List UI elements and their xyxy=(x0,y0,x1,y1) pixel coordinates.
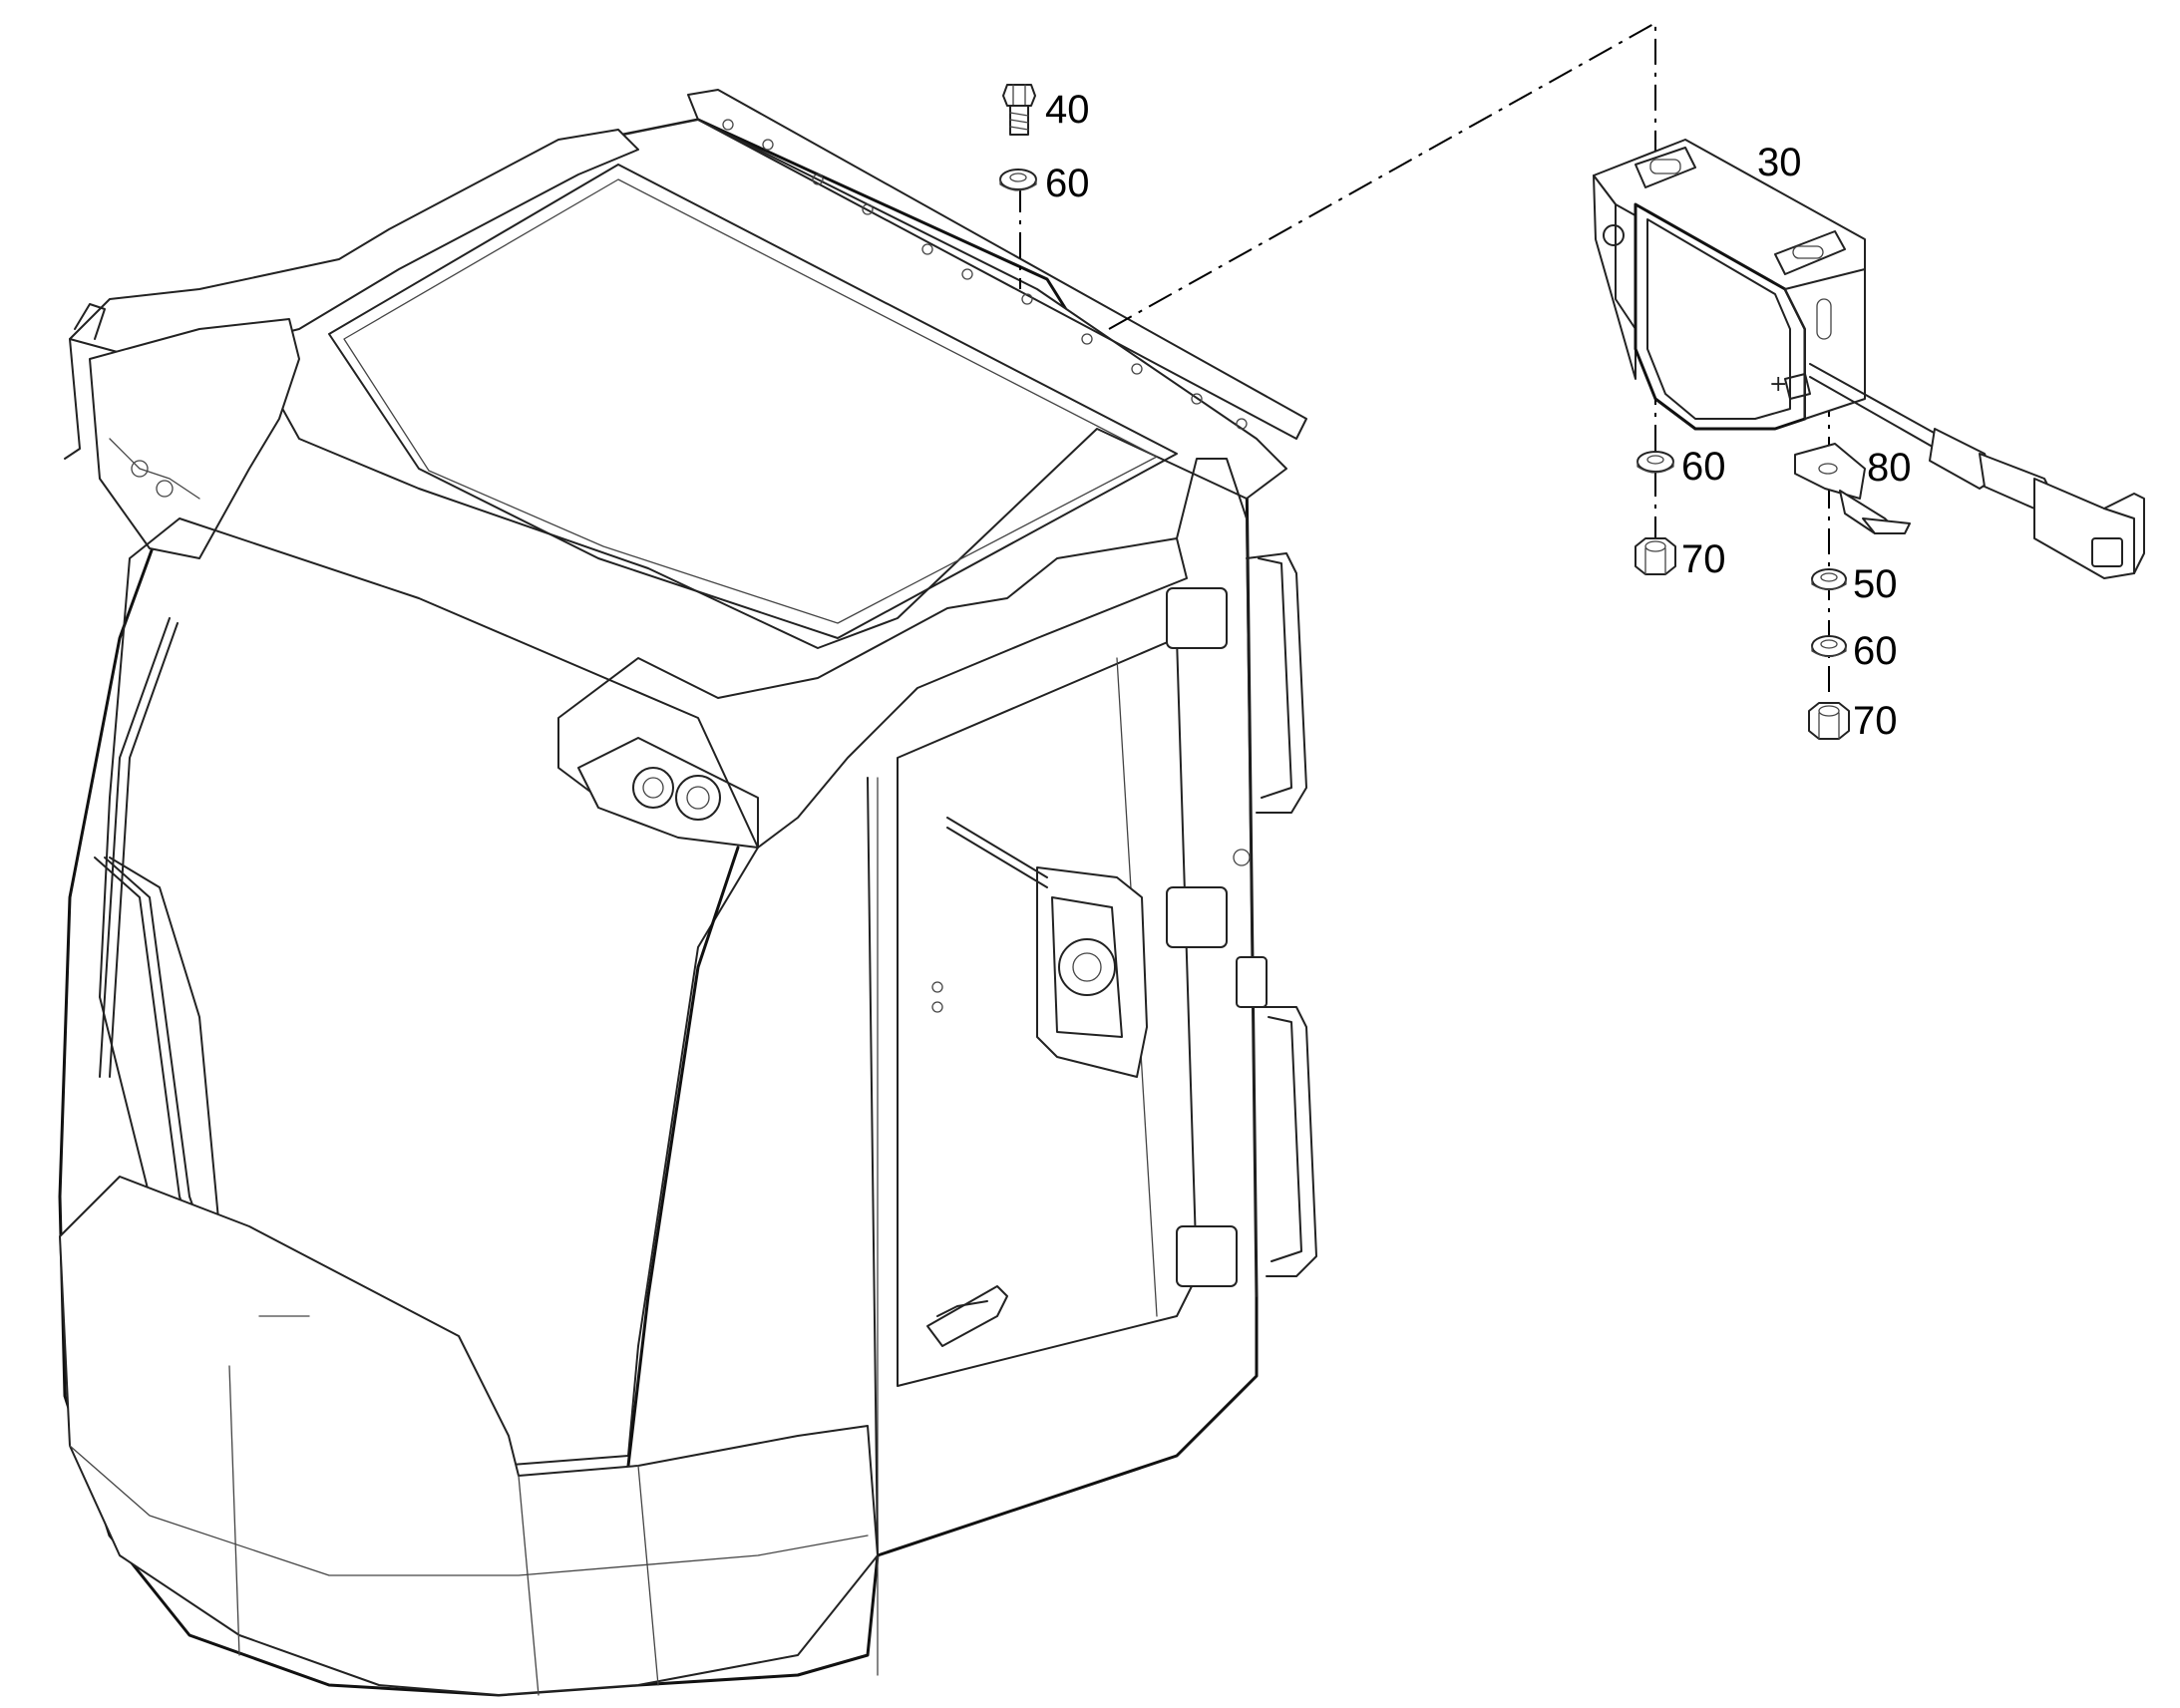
ground-bracket-icon xyxy=(1794,443,1911,534)
svg-text:+: + xyxy=(1769,372,1787,397)
washer-icon xyxy=(1636,451,1674,474)
hex-nut-icon xyxy=(1808,702,1850,740)
connector-icon xyxy=(1929,428,2145,579)
callout-70-right: 70 xyxy=(1853,699,1898,743)
callout-70-left: 70 xyxy=(1681,537,1726,581)
callout-60-top: 60 xyxy=(1045,162,1090,205)
callout-60-right: 60 xyxy=(1853,629,1898,673)
callout-30: 30 xyxy=(1757,141,1802,184)
callout-80: 80 xyxy=(1867,446,1912,490)
bolt-icon xyxy=(1002,84,1036,136)
side-mirror-icon xyxy=(946,817,1148,1078)
washer-icon xyxy=(1811,635,1847,658)
roof-rim-holes xyxy=(722,119,1248,430)
callout-40: 40 xyxy=(1045,88,1090,132)
cab-assembly-icon xyxy=(58,89,1317,1697)
washer-icon xyxy=(999,169,1037,191)
backup-alarm-icon: + xyxy=(1593,139,2145,579)
hex-nut-icon xyxy=(1635,537,1676,575)
washer-icon xyxy=(1811,568,1847,591)
callout-60-left: 60 xyxy=(1681,445,1726,489)
callout-50: 50 xyxy=(1853,562,1898,606)
